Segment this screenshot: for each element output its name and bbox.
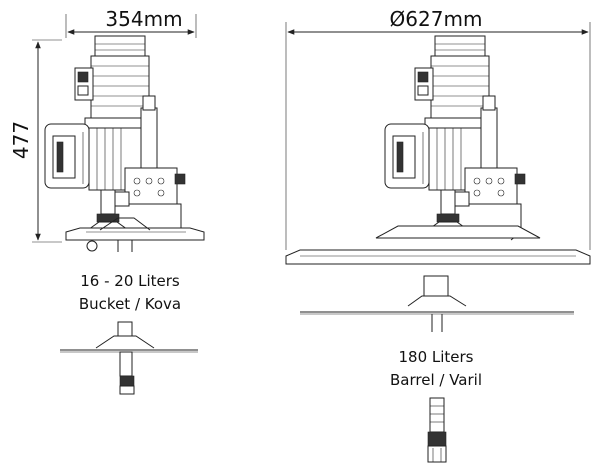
small-caption-line2: Bucket / Kova [79, 295, 181, 313]
small-unit-drawing [44, 35, 205, 252]
small-width-dimension: 354mm [65, 7, 197, 38]
large-unit-drawing [285, 35, 591, 463]
large-caption-line2: Barrel / Varil [390, 371, 482, 389]
small-height-dimension: 477 [9, 39, 62, 243]
small-bucket-follower [60, 321, 198, 395]
small-height-label: 477 [9, 121, 33, 159]
large-diameter-dimension: Ø627mm [285, 7, 591, 250]
large-caption-line1: 180 Liters [398, 348, 473, 366]
large-diameter-label: Ø627mm [390, 7, 483, 31]
small-width-label: 354mm [105, 7, 182, 31]
small-caption-line1: 16 - 20 Liters [80, 272, 180, 290]
